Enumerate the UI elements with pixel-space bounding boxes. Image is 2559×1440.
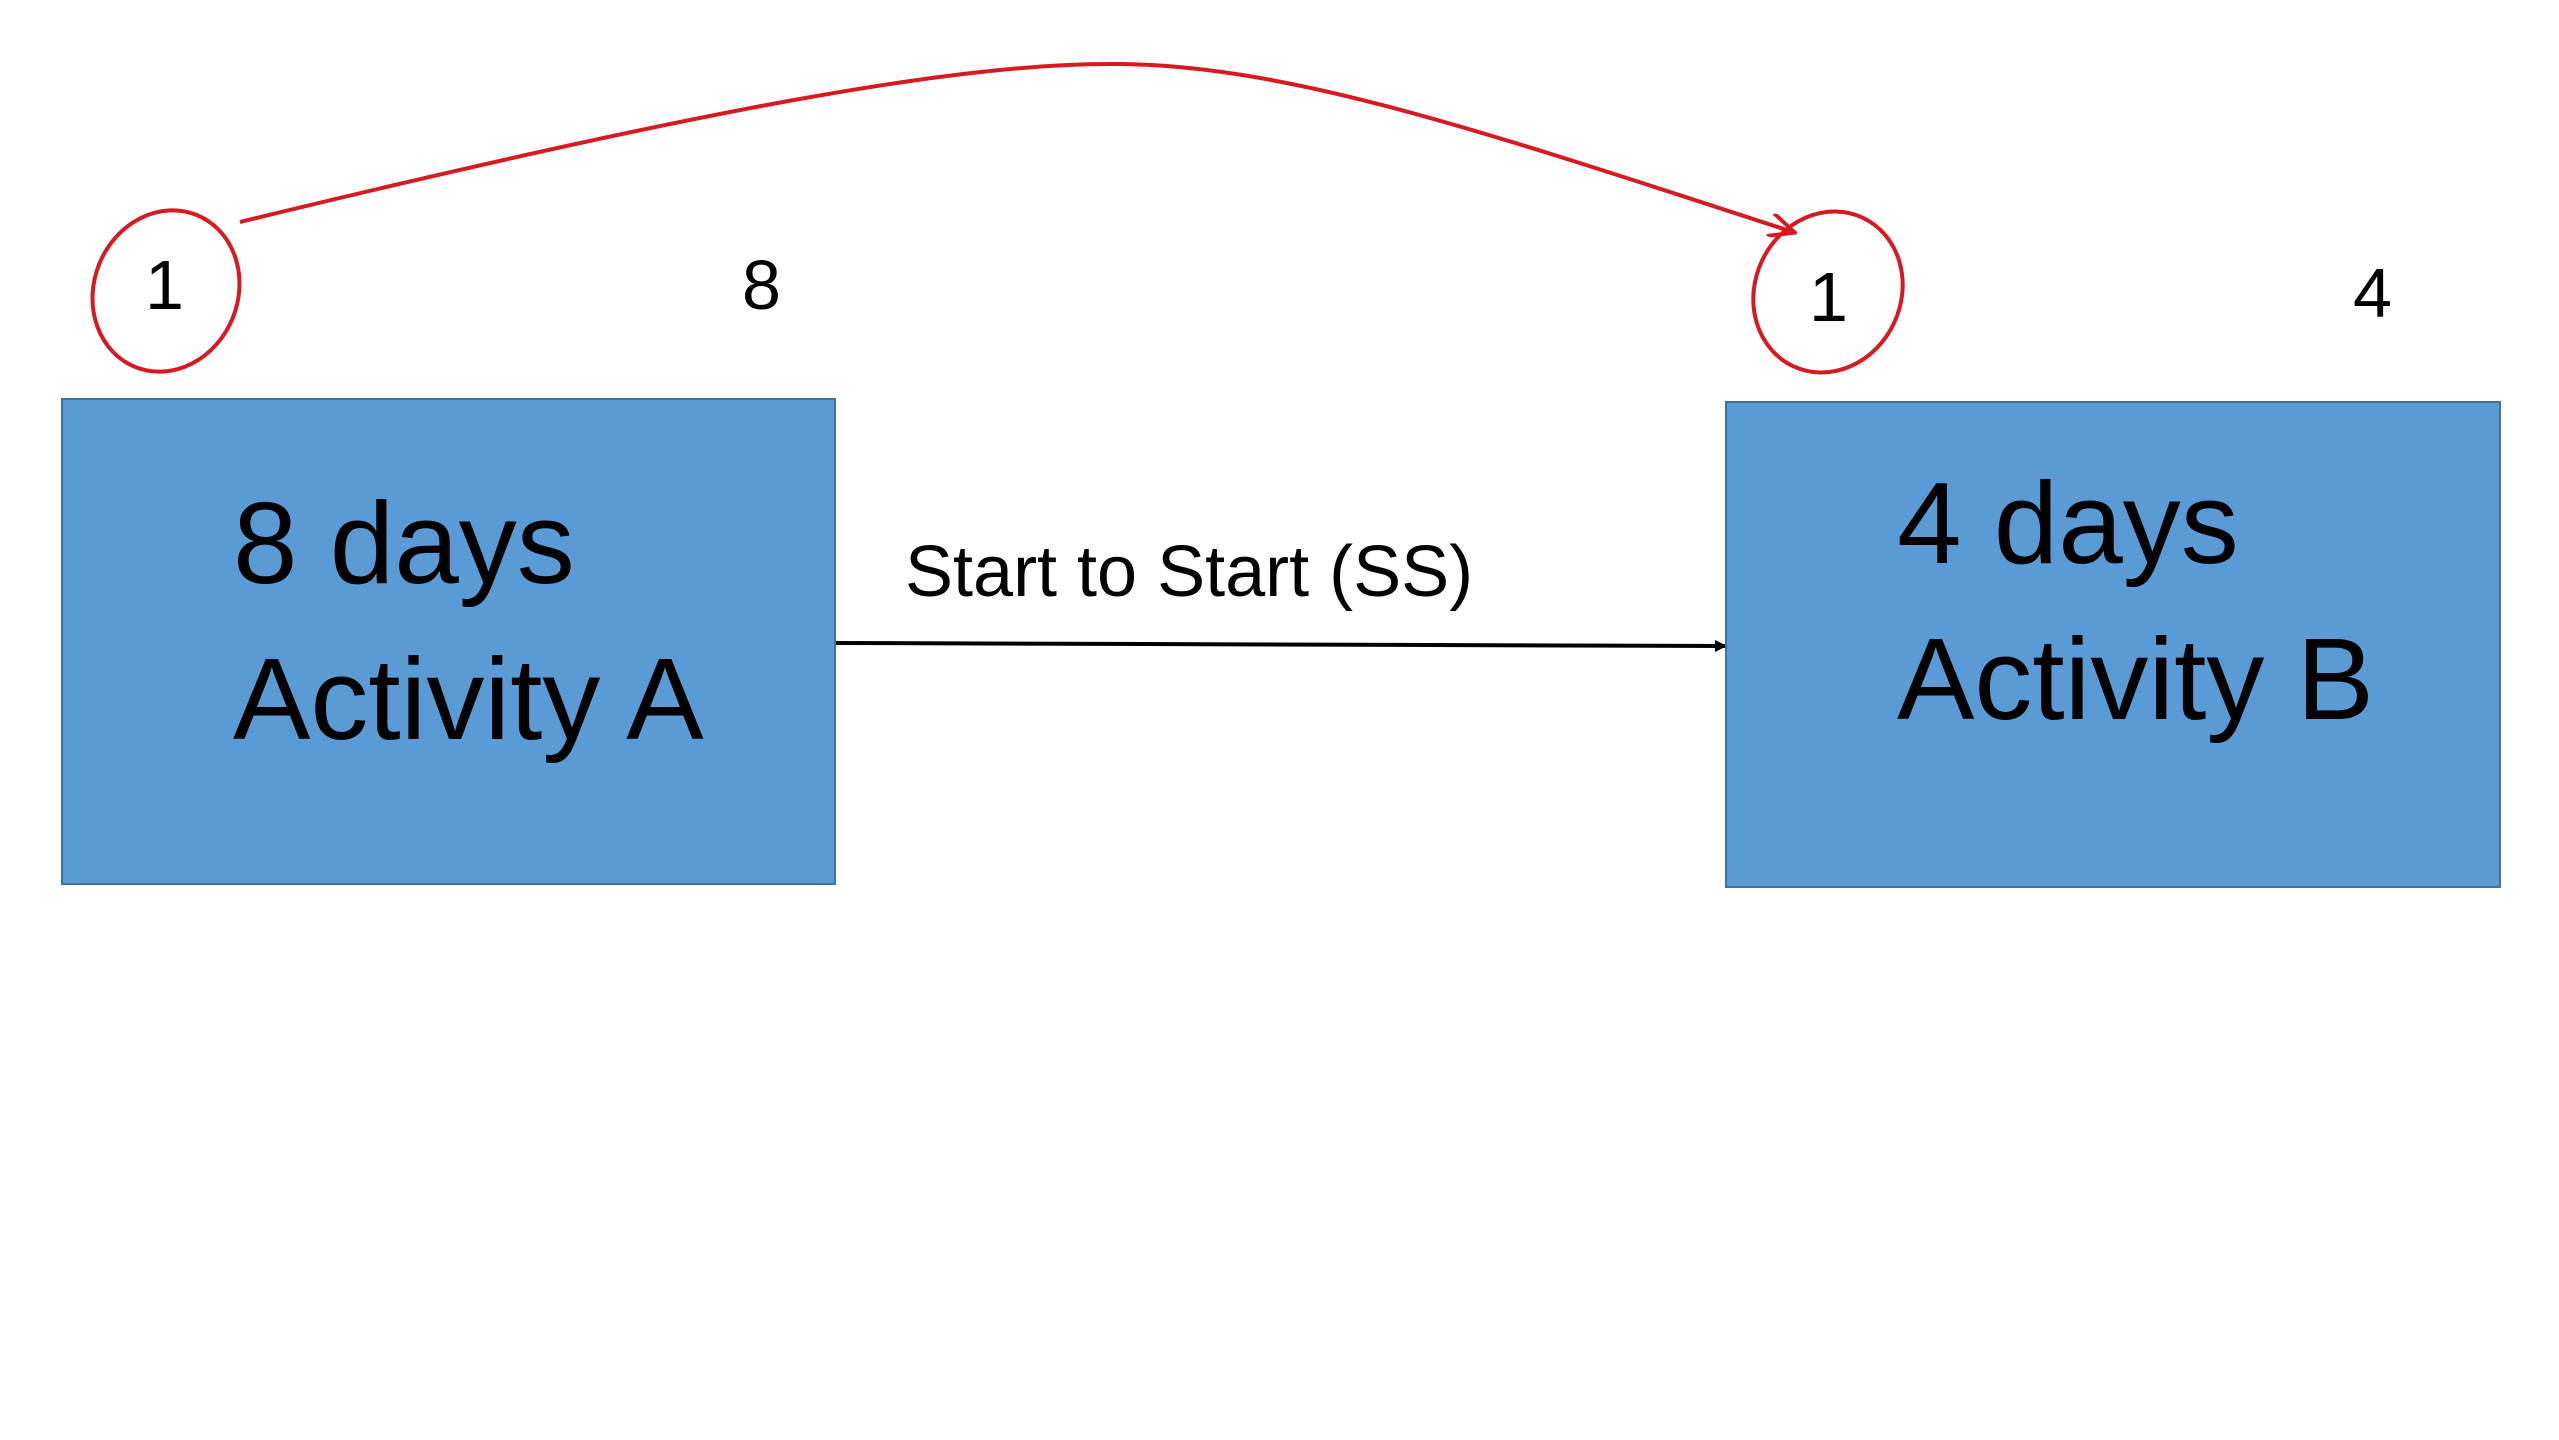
activity-b-start-value: 1: [1809, 258, 1848, 336]
activity-a-start-value: 1: [145, 246, 184, 324]
activity-a-box: 8 days Activity A: [61, 398, 836, 885]
ss-dependency-arrow: [835, 639, 1727, 652]
activity-a-finish-value: 8: [742, 246, 781, 324]
activity-b-text: 4 days Activity B: [1897, 445, 2374, 757]
start-link-curve: [239, 61, 1793, 232]
activity-b-duration: 4 days: [1897, 458, 2239, 588]
relationship-label: Start to Start (SS): [905, 532, 1474, 612]
activity-b-name: Activity B: [1897, 614, 2374, 744]
activity-b-finish-value: 4: [2353, 254, 2392, 332]
activity-a-name: Activity A: [233, 634, 704, 764]
activity-a-text: 8 days Activity A: [233, 465, 704, 777]
activity-b-box: 4 days Activity B: [1725, 401, 2501, 888]
activity-a-duration: 8 days: [233, 478, 575, 608]
